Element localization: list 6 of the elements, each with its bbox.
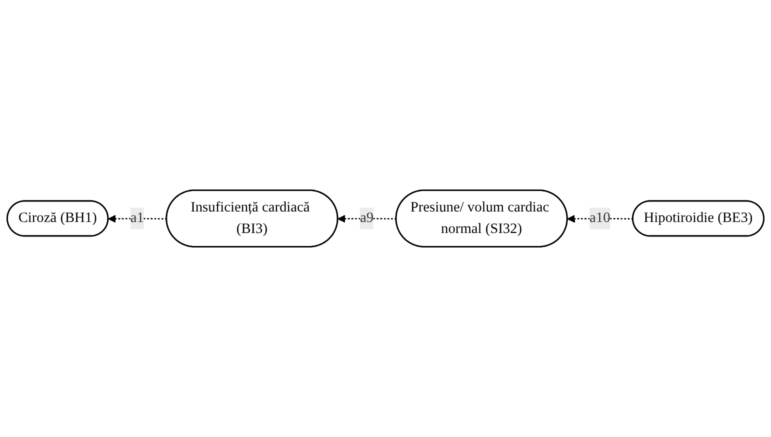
edge-label: a9 <box>360 210 374 226</box>
edge-label: a1 <box>130 210 144 226</box>
arrow <box>108 214 167 223</box>
arrow <box>338 214 396 223</box>
arrow <box>567 214 634 223</box>
edge-label: a10 <box>590 210 610 226</box>
